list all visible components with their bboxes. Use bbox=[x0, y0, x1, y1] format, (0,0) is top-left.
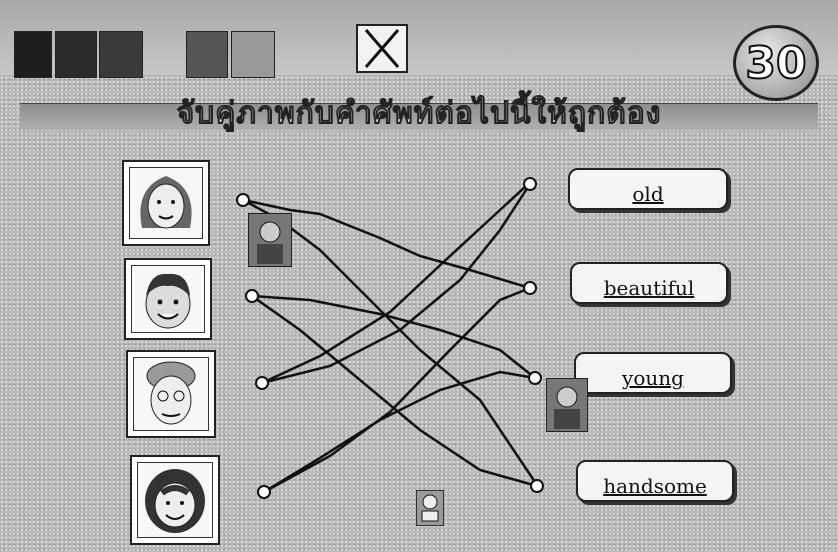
drawn-line-6 bbox=[262, 186, 526, 383]
person-thumbnail-icon bbox=[547, 379, 587, 431]
anchor-left-1 bbox=[237, 194, 249, 206]
hint-button[interactable] bbox=[416, 490, 444, 526]
person-thumbnail-icon bbox=[249, 214, 291, 266]
anchor-right-1 bbox=[524, 178, 536, 190]
anchor-right-4 bbox=[531, 480, 543, 492]
anchor-left-2 bbox=[246, 290, 258, 302]
drag-thumbnail-2[interactable] bbox=[546, 378, 588, 432]
anchor-right-2 bbox=[524, 282, 536, 294]
drag-thumbnail-1[interactable] bbox=[248, 213, 292, 267]
anchor-left-4 bbox=[258, 486, 270, 498]
drawn-line-5 bbox=[262, 184, 530, 383]
anchor-right-3 bbox=[529, 372, 541, 384]
anchor-left-3 bbox=[256, 377, 268, 389]
hint-icon bbox=[417, 491, 443, 525]
